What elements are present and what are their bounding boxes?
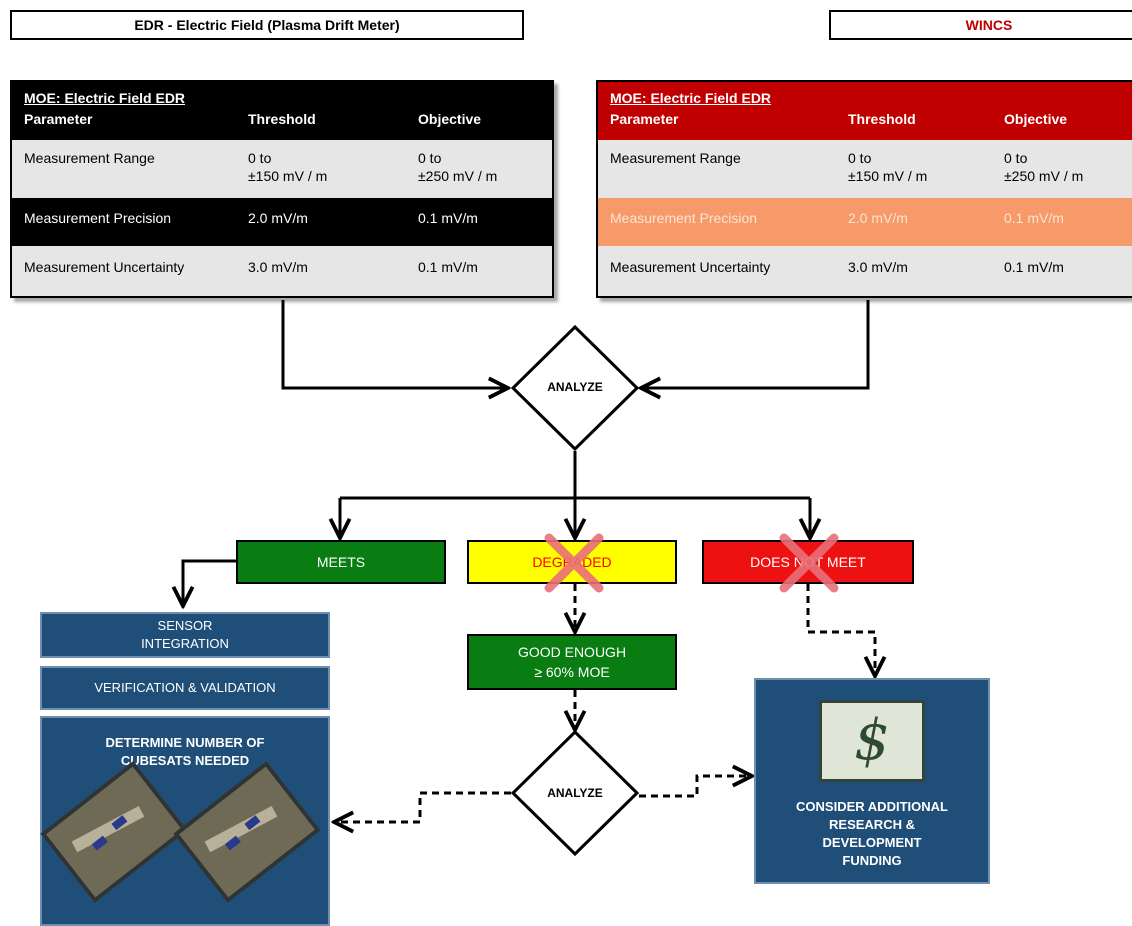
moe-right-row-threshold: 0 to ±150 mV / m	[848, 150, 928, 184]
meets-box: MEETS	[236, 540, 446, 584]
moe-right-row-objective: 0 to ±250 mV / m	[1004, 150, 1084, 184]
moe-table-left: MOE: Electric Field EDR Parameter Thresh…	[10, 80, 554, 298]
moe-left-row-threshold: 2.0 mV/m	[248, 210, 308, 226]
connector-to-sensor-integration	[183, 559, 236, 606]
moe-left-row-param: Measurement Uncertainty	[24, 259, 185, 275]
moe-right-col-threshold: Threshold	[848, 111, 916, 127]
moe-right-row-param: Measurement Range	[610, 150, 741, 166]
analyze-bottom-label: ANALYZE	[547, 786, 603, 800]
analyze-diamond-bottom	[510, 729, 640, 857]
moe-right-col-parameter: Parameter	[610, 111, 679, 127]
connector-to-determine	[334, 791, 511, 822]
connector-right-to-analyze	[641, 300, 870, 388]
cross-degraded-icon	[544, 533, 604, 593]
moe-left-row-param: Measurement Range	[24, 150, 155, 166]
moe-left-row-range: Measurement Range 0 to ±150 mV / m 0 to …	[12, 140, 552, 198]
moe-left-row-uncertainty: Measurement Uncertainty 3.0 mV/m 0.1 mV/…	[12, 246, 552, 296]
consider-funding-label: CONSIDER ADDITIONAL RESEARCH & DEVELOPME…	[796, 799, 948, 868]
connector-to-consider	[639, 776, 752, 798]
moe-right-row-threshold: 3.0 mV/m	[848, 259, 908, 275]
moe-right-row-uncertainty: Measurement Uncertainty 3.0 mV/m 0.1 mV/…	[598, 246, 1132, 296]
moe-left-header: MOE: Electric Field EDR Parameter Thresh…	[12, 82, 552, 140]
determine-cubesats-label: DETERMINE NUMBER OF CUBESATS NEEDED	[105, 735, 265, 768]
moe-right-row-objective: 0.1 mV/m	[1004, 259, 1064, 275]
cross-does-not-meet-icon	[779, 533, 839, 593]
moe-right-row-param: Measurement Uncertainty	[610, 259, 771, 275]
moe-left-col-parameter: Parameter	[24, 111, 93, 127]
moe-right-title: MOE: Electric Field EDR	[610, 90, 772, 106]
analyze-diamond-top	[510, 324, 640, 452]
right-title: WINCS	[829, 10, 1132, 40]
verification-validation-box: VERIFICATION & VALIDATION	[40, 666, 330, 710]
connector-dnm-to-consider	[806, 584, 875, 676]
moe-right-row-param: Measurement Precision	[610, 210, 758, 226]
moe-left-row-objective: 0.1 mV/m	[418, 210, 478, 226]
moe-left-col-threshold: Threshold	[248, 111, 316, 127]
good-enough-box: GOOD ENOUGH ≥ 60% MOE	[467, 634, 677, 690]
moe-right-row-objective: 0.1 mV/m	[1004, 210, 1064, 226]
sensor-integration-box: SENSOR INTEGRATION	[40, 612, 330, 658]
moe-left-row-param: Measurement Precision	[24, 210, 172, 226]
moe-right-row-threshold: 2.0 mV/m	[848, 210, 908, 226]
connector-left-to-analyze	[281, 300, 508, 388]
consider-funding-box: $ CONSIDER ADDITIONAL RESEARCH & DEVELOP…	[754, 678, 990, 884]
moe-left-title: MOE: Electric Field EDR	[24, 90, 186, 106]
moe-left-row-objective: 0.1 mV/m	[418, 259, 478, 275]
analyze-top-label: ANALYZE	[547, 380, 603, 394]
left-title: EDR - Electric Field (Plasma Drift Meter…	[10, 10, 524, 40]
moe-right-row-range: Measurement Range 0 to ±150 mV / m 0 to …	[598, 140, 1132, 198]
moe-left-row-objective: 0 to ±250 mV / m	[418, 150, 498, 184]
moe-left-row-threshold: 3.0 mV/m	[248, 259, 308, 275]
moe-right-header: MOE: Electric Field EDR Parameter Thresh…	[598, 82, 1132, 140]
moe-left-col-objective: Objective	[418, 111, 482, 127]
moe-right-col-objective: Objective	[1004, 111, 1068, 127]
dollar-sign-image: $	[819, 700, 925, 782]
moe-left-row-threshold: 0 to ±150 mV / m	[248, 150, 328, 184]
moe-right-row-precision: Measurement Precision 2.0 mV/m 0.1 mV/m	[598, 198, 1132, 246]
moe-left-row-precision: Measurement Precision 2.0 mV/m 0.1 mV/m	[12, 198, 552, 246]
moe-table-right: MOE: Electric Field EDR Parameter Thresh…	[596, 80, 1132, 298]
